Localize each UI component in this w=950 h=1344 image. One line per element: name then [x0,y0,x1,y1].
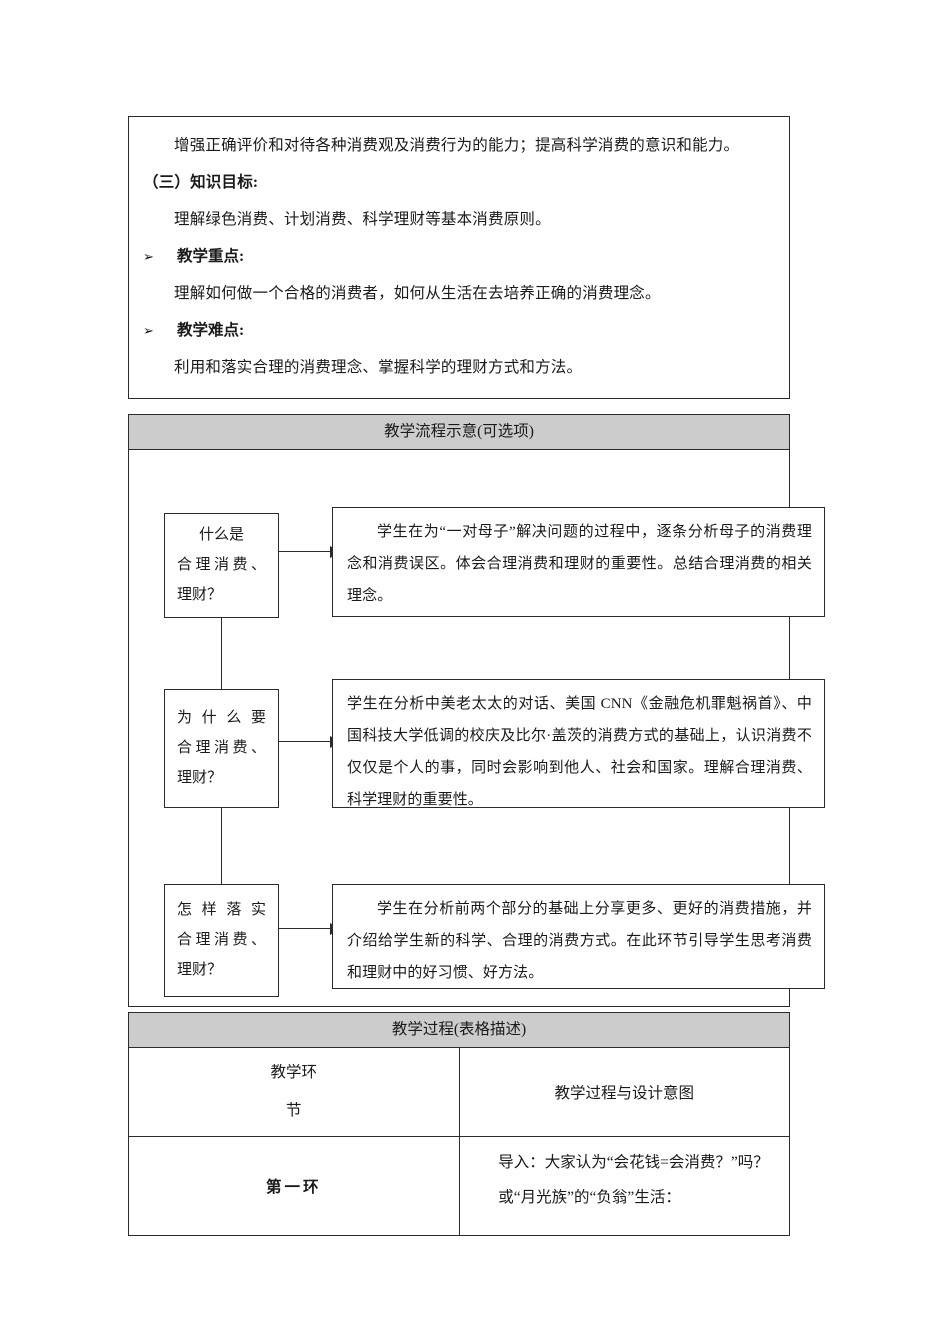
flow-question-1-line-2: 合理消费、 [177,556,266,573]
difficulty-heading: 教学难点: [177,322,245,339]
teaching-process-table: 教学过程(表格描述) 教学环 节 教学过程与设计意图 第一环 导入：大家认为“会… [128,1012,790,1236]
objectives-cell: 增强正确评价和对待各种消费观及消费行为的能力；提高科学消费的意识和能力。 （三）… [128,116,790,399]
table-row: 第一环 导入：大家认为“会花钱=会消费？”吗？ 或“月光族”的“负翁”生活： [128,1136,790,1236]
key-point-bullet-row: ➢ 教学重点: [143,238,775,275]
column-header-stage: 教学环 节 [128,1047,460,1137]
flow-description-3-text: 学生在分析前两个部分的基础上分享更多、更好的消费措施，并介绍给学生新的科学、合理… [347,901,812,981]
arrow-bullet-icon: ➢ [143,323,154,338]
stage-body-1-line-1: 导入：大家认为“会花钱=会消费？”吗？ [498,1154,769,1171]
flow-question-box-3: 怎样落实 合理消费、 理财？ [164,884,279,997]
difficulty-bullet-row: ➢ 教学难点: [143,312,775,349]
flow-arrow-line-3 [279,928,331,929]
objectives-table: 增强正确评价和对待各种消费观及消费行为的能力；提高科学消费的意识和能力。 （三）… [128,116,790,399]
flow-connector-1-2 [221,618,222,689]
ability-objective-text: 增强正确评价和对待各种消费观及消费行为的能力；提高科学消费的意识和能力。 [174,137,740,154]
flow-question-3-line-2: 合理消费、 [177,931,266,948]
flow-description-box-1: 学生在为“一对母子”解决问题的过程中，逐条分析母子的消费理念和消费误区。体会合理… [332,507,825,617]
table-row: 教学流程示意(可选项) [128,414,790,450]
flow-description-2-text: 学生在分析中美老太太的对话、美国 CNN《金融危机罪魁祸首》、中国科技大学低调的… [347,696,812,808]
flow-question-box-1: 什么是 合理消费、 理财？ [164,513,279,618]
flow-question-3-line-3: 理财？ [177,961,223,978]
flow-description-1-text: 学生在为“一对母子”解决问题的过程中，逐条分析母子的消费理念和消费误区。体会合理… [347,524,812,604]
flow-description-box-3: 学生在分析前两个部分的基础上分享更多、更好的消费措施，并介绍给学生新的科学、合理… [332,884,825,989]
key-point-text: 理解如何做一个合格的消费者，如何从生活在去培养正确的消费理念。 [174,285,661,302]
column-header-stage-line-2: 节 [285,1102,302,1119]
flow-question-1-line-3: 理财？ [177,586,223,603]
key-point-heading: 教学重点: [177,248,245,265]
stage-label-1: 第一环 [128,1136,460,1236]
flow-connector-2-3 [221,808,222,884]
knowledge-objective-heading: （三）知识目标: [143,174,259,191]
stage-body-1-line-2: 或“月光族”的“负翁”生活： [498,1189,681,1206]
teaching-process-header: 教学过程(表格描述) [128,1012,790,1048]
column-header-process: 教学过程与设计意图 [458,1047,790,1137]
table-row: 教学过程(表格描述) [128,1012,790,1048]
column-header-stage-line-1: 教学环 [270,1064,317,1081]
stage-body-1: 导入：大家认为“会花钱=会消费？”吗？ 或“月光族”的“负翁”生活： [458,1136,790,1236]
knowledge-objective-text: 理解绿色消费、计划消费、科学理财等基本消费原则。 [174,211,551,228]
flow-question-1-line-1: 什么是 [198,526,244,543]
flow-question-box-2: 为什么要 合理消费、 理财？ [164,689,279,808]
flow-chart-header: 教学流程示意(可选项) [128,414,790,450]
flow-arrow-line-1 [279,551,331,552]
flow-question-2-line-2: 合理消费、 [177,739,266,756]
flow-question-3-line-1: 怎样落实 [177,901,266,918]
flow-question-2-line-3: 理财？ [177,769,223,786]
table-row: 教学环 节 教学过程与设计意图 [128,1047,790,1137]
table-row: 增强正确评价和对待各种消费观及消费行为的能力；提高科学消费的意识和能力。 （三）… [128,116,790,399]
flow-description-box-2: 学生在分析中美老太太的对话、美国 CNN《金融危机罪魁祸首》、中国科技大学低调的… [332,679,825,808]
arrow-bullet-icon: ➢ [143,249,154,264]
difficulty-text: 利用和落实合理的消费理念、掌握科学的理财方式和方法。 [174,359,583,376]
flow-question-2-line-1: 为什么要 [177,709,266,726]
flow-arrow-line-2 [279,741,331,742]
